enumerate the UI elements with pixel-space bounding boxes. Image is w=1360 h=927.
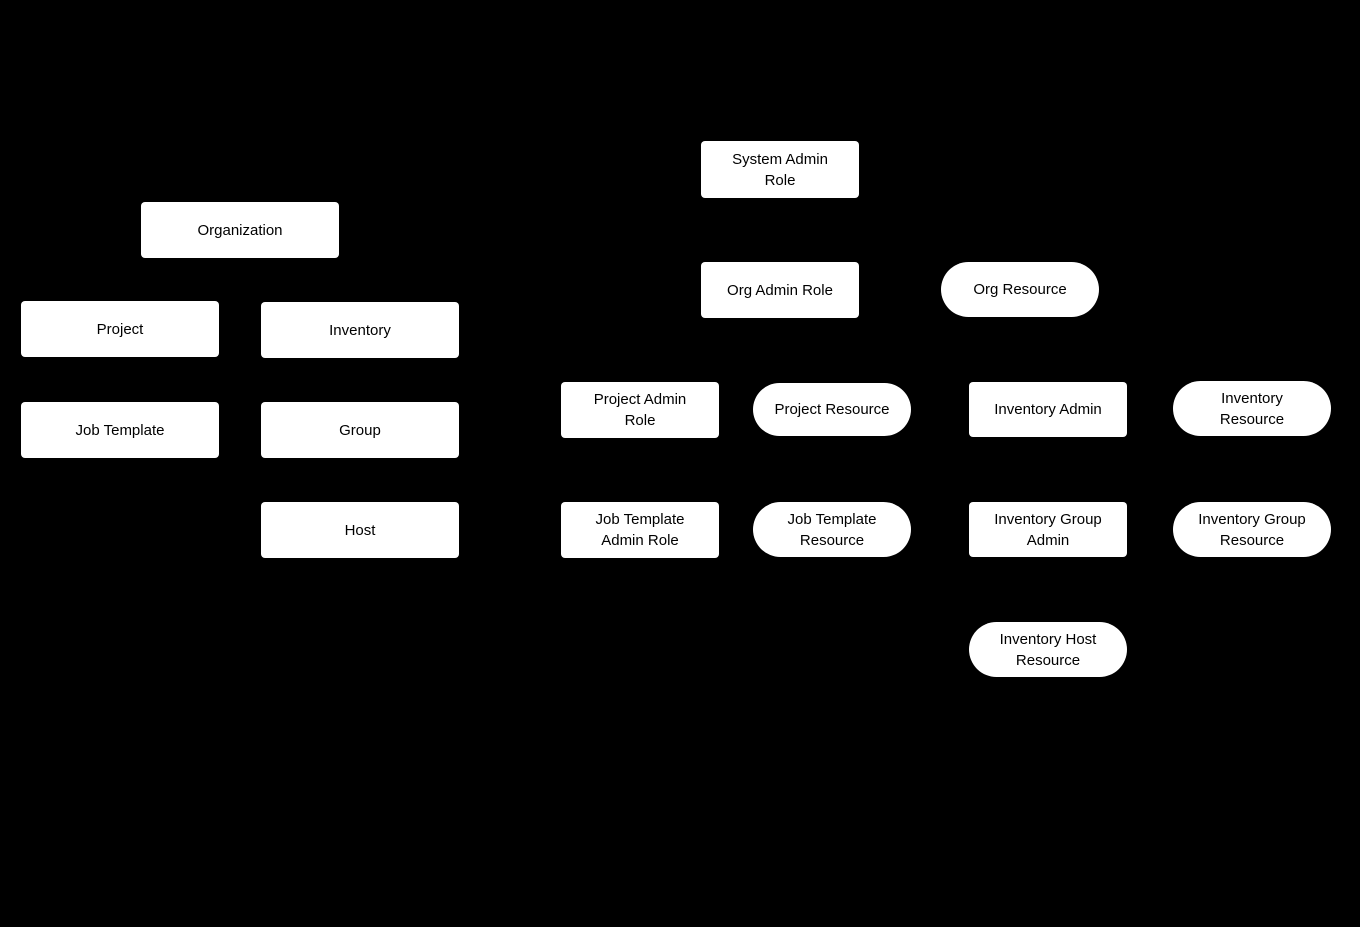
node-group: Group xyxy=(261,402,459,458)
node-project-admin-role: Project Admin Role xyxy=(561,382,719,438)
node-inventory-host-resource: Inventory Host Resource xyxy=(969,622,1127,677)
node-inventory-admin: Inventory Admin xyxy=(969,382,1127,437)
node-inventory-resource: Inventory Resource xyxy=(1173,381,1331,436)
node-organization: Organization xyxy=(141,202,339,258)
node-inventory-group-admin: Inventory Group Admin xyxy=(969,502,1127,557)
node-project-resource: Project Resource xyxy=(753,383,911,436)
node-system-admin-role: System Admin Role xyxy=(701,141,859,198)
node-org-resource: Org Resource xyxy=(941,262,1099,317)
node-job-template: Job Template xyxy=(21,402,219,458)
node-inventory-group-resource: Inventory Group Resource xyxy=(1173,502,1331,557)
node-host: Host xyxy=(261,502,459,558)
node-job-template-resource: Job Template Resource xyxy=(753,502,911,557)
node-project: Project xyxy=(21,301,219,357)
node-inventory: Inventory xyxy=(261,302,459,358)
node-org-admin-role: Org Admin Role xyxy=(701,262,859,318)
node-job-template-admin-role: Job Template Admin Role xyxy=(561,502,719,558)
